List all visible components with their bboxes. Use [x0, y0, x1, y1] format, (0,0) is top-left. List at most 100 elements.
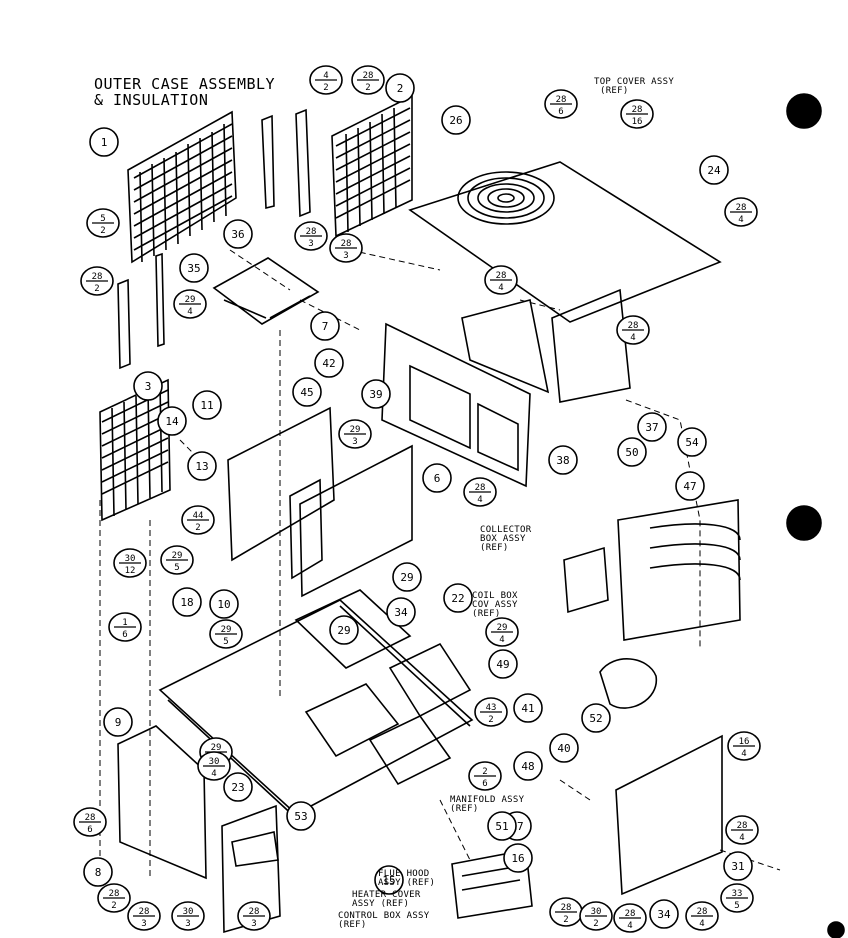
- fraction-callout: 42: [309, 65, 343, 95]
- callout-flue-hood: FLUE HOOD ASSY (REF): [378, 870, 435, 888]
- fraction-numerator: 28: [109, 889, 120, 899]
- item-number: 49: [496, 658, 509, 671]
- fraction-denominator: 5: [223, 637, 228, 647]
- condenser-grille-panel-1: [127, 110, 237, 264]
- fraction-denominator: 2: [111, 901, 116, 911]
- item-number: 16: [511, 852, 524, 865]
- back-panel: [381, 322, 531, 488]
- fraction-callout: 284: [463, 477, 497, 507]
- fraction-numerator: 29: [172, 551, 183, 561]
- item-number-circle: [157, 406, 187, 436]
- callout-collector-box-line-1: COLLECTOR: [480, 525, 532, 535]
- item-number-circle: [329, 615, 359, 645]
- item-number-circle: [549, 733, 579, 763]
- fraction-numerator: 28: [496, 271, 507, 281]
- item-number-circle: [443, 583, 473, 613]
- fraction-denominator: 6: [122, 630, 127, 640]
- item-number-circle: [133, 371, 163, 401]
- fraction-numerator: 28: [697, 907, 708, 917]
- fraction-numerator: 28: [556, 95, 567, 105]
- fraction-callout: 295: [160, 545, 194, 575]
- item-number: 54: [685, 436, 699, 449]
- side-panel-left: [117, 725, 207, 880]
- fraction-callout: 283: [127, 901, 161, 931]
- item-number: 36: [231, 228, 244, 241]
- item-number-circle: [548, 445, 578, 475]
- item-number: 6: [434, 472, 441, 485]
- item-number: 42: [322, 357, 335, 370]
- item-number-circle: [675, 471, 705, 501]
- fraction-callout: 282: [97, 883, 131, 913]
- fraction-denominator: 2: [563, 915, 568, 925]
- item-number: 52: [589, 712, 602, 725]
- fraction-numerator: 4: [323, 71, 328, 81]
- fraction-callout: 442: [181, 505, 215, 535]
- fraction-denominator: 6: [87, 825, 92, 835]
- fraction-callout: 302: [579, 901, 613, 931]
- fraction-numerator: 28: [561, 903, 572, 913]
- fraction-denominator: 4: [187, 307, 192, 317]
- fraction-numerator: 30: [183, 907, 194, 917]
- item-number-circle: [677, 427, 707, 457]
- fraction-callout: 293: [338, 419, 372, 449]
- motor-housing: [599, 658, 657, 709]
- item-number-circle: [513, 693, 543, 723]
- fraction-numerator: 28: [632, 105, 643, 115]
- fraction-numerator: 28: [736, 203, 747, 213]
- fraction-callout: 283: [329, 233, 363, 263]
- diagram-title: OUTER CASE ASSEMBLY & INSULATION: [94, 76, 275, 108]
- item-number: 34: [394, 606, 408, 619]
- fraction-numerator: 28: [341, 239, 352, 249]
- fraction-denominator: 6: [482, 779, 487, 789]
- blower-divider: [227, 406, 335, 562]
- fraction-denominator: 4: [499, 635, 504, 645]
- fraction-numerator: 28: [737, 821, 748, 831]
- fraction-callout: 304: [197, 751, 231, 781]
- callout-flue-hood-line-1: FLUE HOOD: [378, 869, 430, 879]
- fraction-numerator: 29: [211, 743, 222, 753]
- fraction-callout: 282: [80, 266, 114, 296]
- partition-panel: [551, 288, 631, 403]
- item-number-circle: [89, 127, 119, 157]
- item-number-circle: [422, 463, 452, 493]
- fraction-denominator: 4: [211, 769, 216, 779]
- item-number: 31: [731, 860, 744, 873]
- callout-coil-box-cover: COIL BOX COV ASSY (REF): [472, 592, 518, 619]
- item-number-circle: [699, 155, 729, 185]
- fraction-callout: 294: [173, 289, 207, 319]
- callout-heater-cover: HEATER COVER ASSY (REF): [352, 891, 421, 909]
- fraction-callout: 303: [171, 901, 205, 931]
- item-number: 39: [369, 388, 382, 401]
- item-number: 45: [300, 386, 313, 399]
- item-number-circle: [179, 253, 209, 283]
- fraction-numerator: 28: [363, 71, 374, 81]
- back-panel-window: [409, 364, 519, 472]
- fraction-denominator: 4: [741, 749, 746, 759]
- callout-manifold: MANIFOLD ASSY (REF): [450, 796, 524, 814]
- fraction-numerator: 33: [732, 889, 743, 899]
- callout-manifold-line-2: (REF): [450, 804, 479, 814]
- item-number-circle: [488, 649, 518, 679]
- item-number: 29: [337, 624, 350, 637]
- fraction-callout: 26: [468, 761, 502, 791]
- fraction-denominator: 3: [185, 919, 190, 929]
- fraction-numerator: 1: [122, 618, 127, 628]
- fraction-denominator: 3: [308, 239, 313, 249]
- corner-post: [261, 114, 275, 210]
- item-number-circle: [723, 851, 753, 881]
- fraction-denominator: 4: [699, 919, 704, 929]
- item-number: 7: [322, 320, 329, 333]
- item-number: 29: [400, 571, 413, 584]
- fraction-callout: 284: [616, 315, 650, 345]
- item-number-circle: [581, 703, 611, 733]
- fraction-denominator: 3: [251, 919, 256, 929]
- fraction-numerator: 29: [497, 623, 508, 633]
- item-number: 22: [451, 592, 464, 605]
- callout-control-box: CONTROL BOX ASSY (REF): [338, 912, 430, 930]
- item-number-circle: [292, 377, 322, 407]
- callout-control-box-line-1: CONTROL BOX ASSY: [338, 911, 430, 921]
- callout-top-cover-line-1: TOP COVER ASSY: [594, 77, 675, 87]
